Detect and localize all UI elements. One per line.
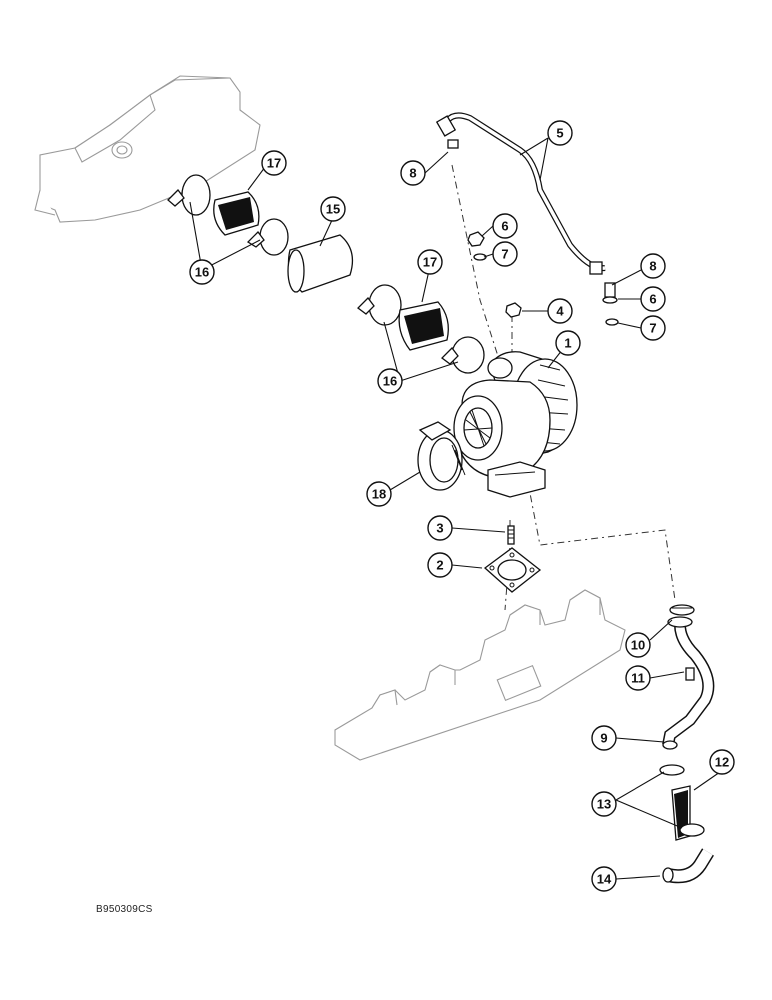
svg-text:16: 16	[383, 374, 397, 389]
svg-text:8: 8	[409, 166, 416, 181]
callout-17-right: 17	[417, 249, 443, 275]
exhaust-manifold	[334, 589, 626, 761]
svg-text:7: 7	[649, 321, 656, 336]
svg-text:18: 18	[372, 487, 386, 502]
svg-text:2: 2	[436, 558, 443, 573]
callout-8-lower: 8	[640, 253, 666, 279]
v-band-clamp	[417, 421, 466, 491]
nut	[505, 302, 522, 318]
callout-4: 4	[547, 298, 573, 324]
drain-hose-parts	[659, 764, 714, 884]
callout-10: 10	[625, 632, 651, 658]
callout-16-left: 16	[189, 259, 215, 285]
svg-text:12: 12	[715, 755, 729, 770]
svg-text:14: 14	[597, 872, 612, 887]
callout-7-lower: 7	[640, 315, 666, 341]
callout-9: 9	[591, 725, 617, 751]
svg-text:17: 17	[267, 156, 281, 171]
hose-couplings	[213, 191, 449, 351]
callout-16-right: 16	[377, 368, 403, 394]
svg-text:8: 8	[649, 259, 656, 274]
oil-drain-tube	[662, 604, 715, 750]
svg-text:9: 9	[600, 731, 607, 746]
svg-text:1: 1	[564, 336, 571, 351]
svg-text:10: 10	[631, 638, 645, 653]
callout-11: 11	[625, 665, 651, 691]
turbocharger	[453, 351, 578, 498]
callout-7-upper: 7	[492, 241, 518, 267]
callout-5: 5	[547, 120, 573, 146]
callout-17-left: 17	[261, 150, 287, 176]
callout-1: 1	[555, 330, 581, 356]
callout-8-upper: 8	[400, 160, 426, 186]
svg-text:4: 4	[556, 304, 564, 319]
svg-text:16: 16	[195, 265, 209, 280]
intake-manifold	[34, 75, 261, 223]
callout-3: 3	[427, 515, 453, 541]
air-tube	[287, 234, 354, 293]
svg-text:7: 7	[501, 247, 508, 262]
svg-text:6: 6	[501, 219, 508, 234]
stud	[507, 525, 515, 545]
callout-6-upper: 6	[492, 213, 518, 239]
svg-text:5: 5	[556, 126, 563, 141]
callout-14: 14	[591, 866, 617, 892]
callouts: 1 2 3 4 5 6 6 7 7 8 8 9 10 11 12 13 14 1…	[189, 120, 735, 892]
svg-text:6: 6	[649, 292, 656, 307]
svg-text:3: 3	[436, 521, 443, 536]
oil-supply-line	[435, 112, 619, 326]
alignment-lines	[451, 164, 676, 611]
callout-2: 2	[427, 552, 453, 578]
callout-6-lower: 6	[640, 286, 666, 312]
callout-13: 13	[591, 791, 617, 817]
callout-18: 18	[366, 481, 392, 507]
leader-lines	[189, 137, 721, 880]
svg-text:13: 13	[597, 797, 611, 812]
callout-15: 15	[320, 196, 346, 222]
callout-12: 12	[709, 749, 735, 775]
flange-gasket	[483, 547, 542, 593]
drawing-code: B950309CS	[96, 904, 153, 915]
svg-text:17: 17	[423, 255, 437, 270]
svg-text:11: 11	[631, 671, 645, 686]
hose-clamps	[167, 174, 485, 374]
svg-text:15: 15	[326, 202, 340, 217]
